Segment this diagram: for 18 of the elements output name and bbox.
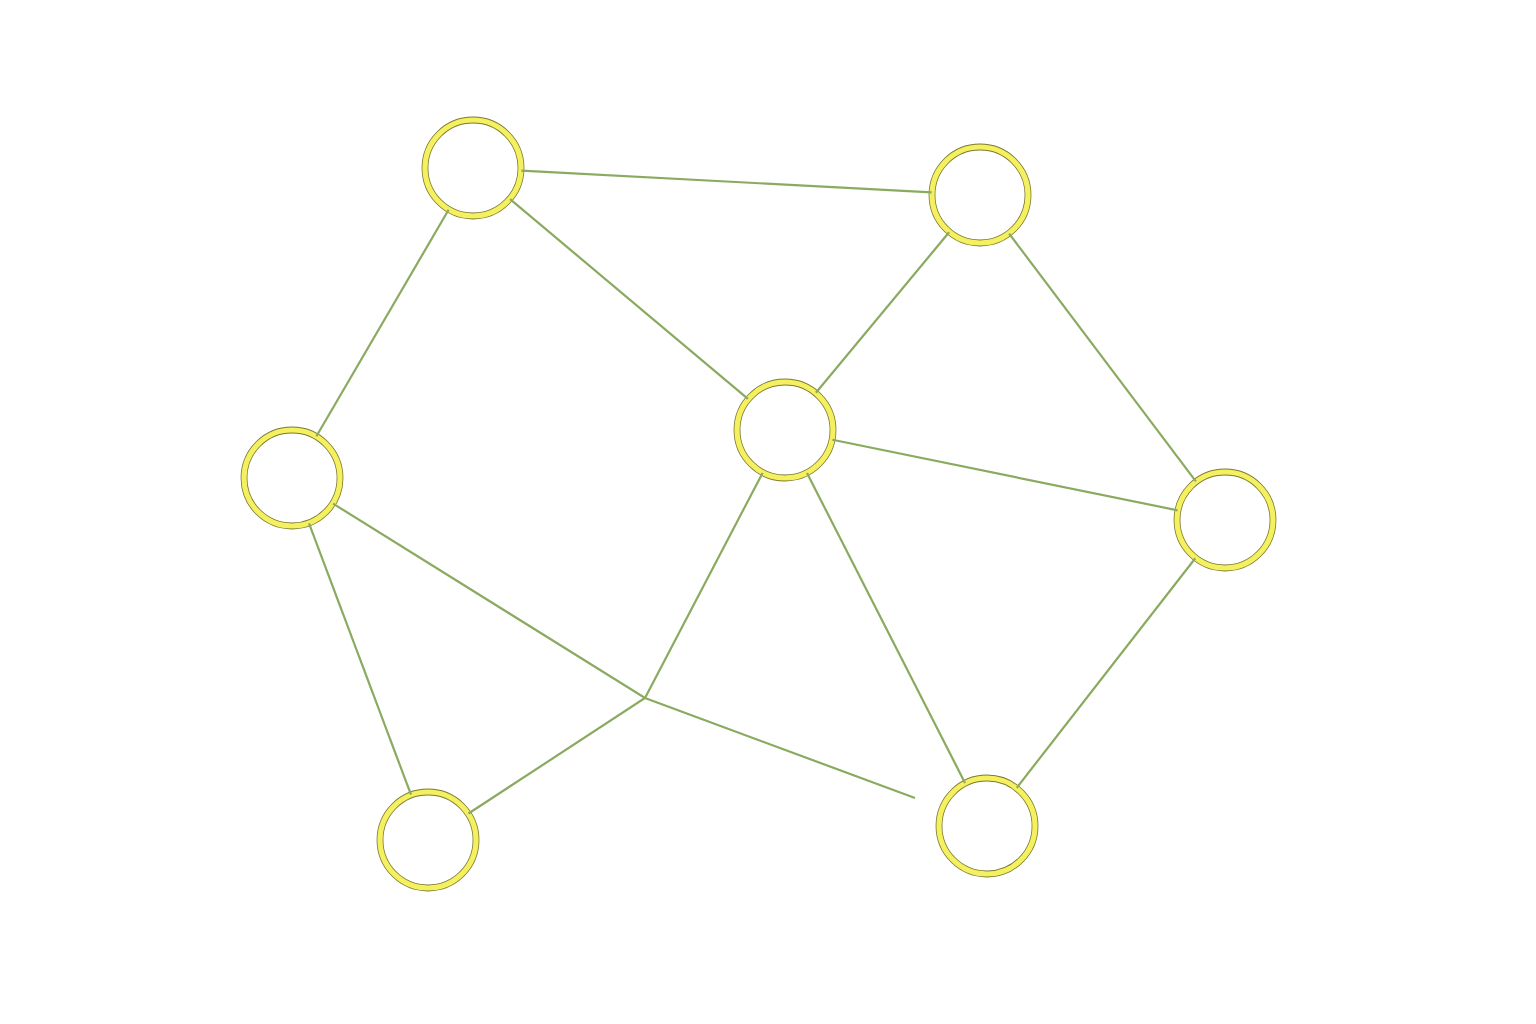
line [315, 209, 450, 437]
line [832, 438, 1178, 512]
circle [1173, 468, 1277, 572]
line [509, 198, 749, 400]
line [815, 231, 950, 394]
line [521, 169, 932, 194]
line [1008, 233, 1197, 483]
circle [928, 143, 1032, 247]
line [1015, 557, 1197, 789]
line [332, 502, 916, 800]
line [806, 472, 966, 784]
circle [240, 426, 344, 530]
circle [935, 774, 1039, 878]
circle [421, 116, 525, 220]
circle [376, 788, 480, 892]
line [308, 522, 413, 796]
line [467, 472, 764, 815]
circle [733, 378, 837, 482]
